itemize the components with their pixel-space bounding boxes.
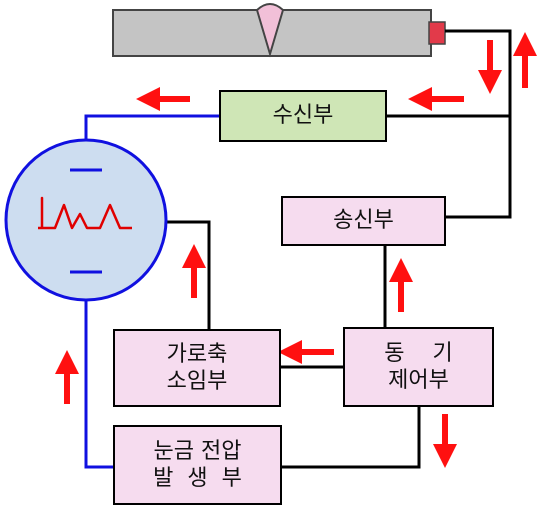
sync-control-line1: 동 기 (384, 340, 453, 366)
sync-control-line2: 제어부 (388, 368, 449, 393)
receiver-block: 수신부 (219, 90, 387, 142)
scale-voltage-line1: 눈금 전압 (153, 438, 242, 464)
probe-icon (428, 21, 446, 45)
signal-trace-icon (38, 196, 132, 230)
horizontal-sweep-block: 가로축 소임부 (113, 329, 281, 407)
transmitter-label: 송신부 (333, 208, 394, 234)
horizontal-sweep-line2: 소임부 (166, 369, 228, 394)
wiring (164, 29, 512, 469)
crt-screen-icon (4, 138, 168, 302)
scale-voltage-line2: 발 생 부 (153, 466, 242, 491)
receiver-label: 수신부 (272, 103, 334, 129)
weld-bead-icon (255, 3, 285, 58)
sync-control-block: 동 기 제어부 (343, 327, 494, 407)
horizontal-sweep-line1: 가로축 (166, 341, 228, 367)
transmitter-block: 송신부 (281, 196, 446, 246)
signal-arrows (55, 32, 537, 468)
scale-voltage-block: 눈금 전압 발 생 부 (113, 425, 282, 505)
